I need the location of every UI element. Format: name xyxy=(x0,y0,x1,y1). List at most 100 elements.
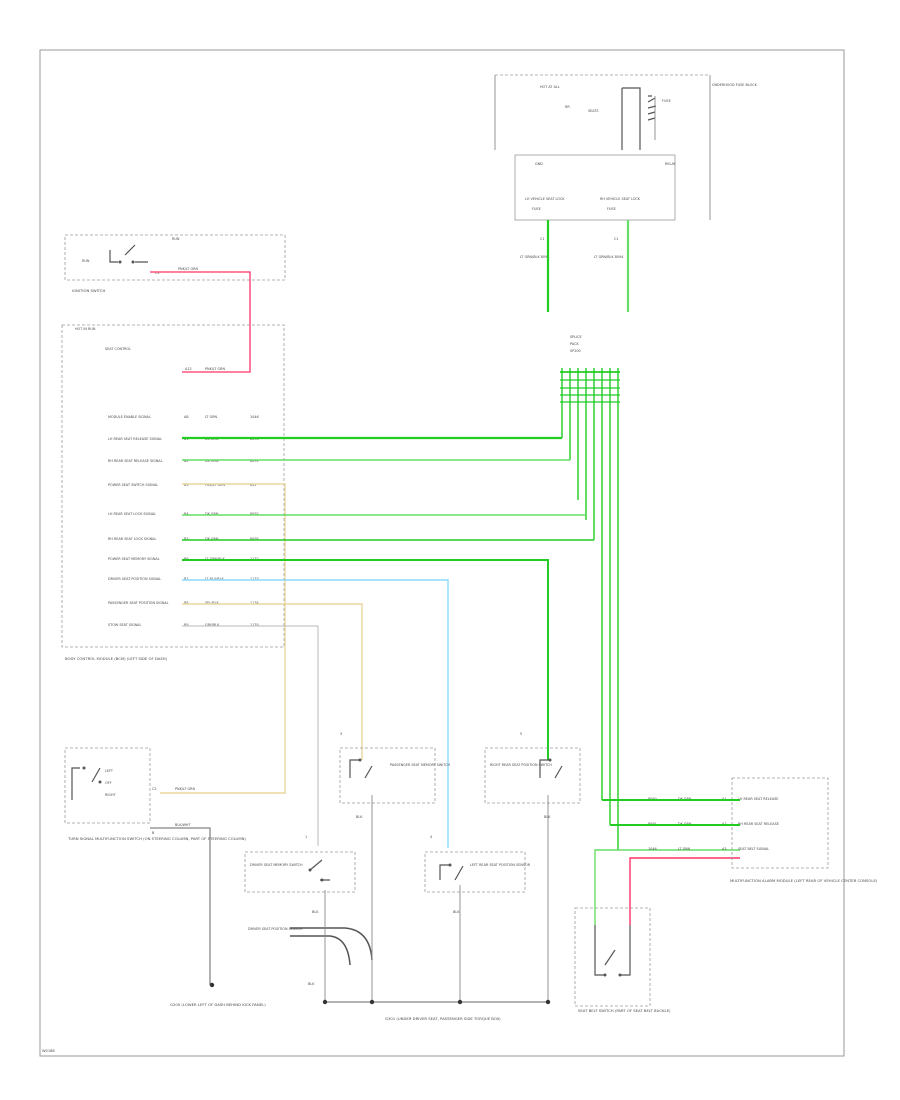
fuse-note: SEATS xyxy=(588,109,599,113)
module-row-num: 1134 xyxy=(250,601,259,605)
module-title: HOT IN RUN xyxy=(75,327,96,331)
turn-pin2: B xyxy=(152,831,155,835)
right-module: MULTIFUNCTION ALARM MODULE (LEFT REAR OF… xyxy=(730,777,878,883)
module-row-pin: B7 xyxy=(184,577,188,581)
switch-driver-memory-name: DRIVER SEAT MEMORY SWITCH xyxy=(250,863,303,867)
switch-driver-position: DRIVER SEAT POSITION SENSOR BLK xyxy=(248,927,373,986)
module-row-wire: YEL/BLK xyxy=(205,601,219,605)
module-row-pin: B9 xyxy=(184,623,188,627)
module-row-wire: PNK/LT GRN xyxy=(205,483,225,487)
wire-turn-ground xyxy=(150,827,211,985)
switch-driver-position-wire: BLK xyxy=(308,982,315,986)
module-row-label: RH REAR SEAT RELEASE SIGNAL xyxy=(108,459,163,463)
rear-module-right-name: RH VEHICLE SEAT LOCK xyxy=(600,197,641,201)
switch-left-rear-position-wire: BLK xyxy=(453,910,460,914)
wire-seat-belt-red xyxy=(629,857,740,925)
ignition-inner: RUN xyxy=(82,259,90,263)
wire-module-blue xyxy=(182,579,449,848)
turn-pos2: OFF xyxy=(105,781,112,785)
rear-module-right-note: FUSE xyxy=(607,207,616,211)
switch-left-rear-position: LEFT REAR SEAT POSITION SENSOR 4 BLK xyxy=(424,835,531,914)
wire-ignition xyxy=(150,271,251,373)
right-row-pin: A3 xyxy=(722,847,726,851)
rear-module-right: RH VEHICLE SEAT LOCK FUSE C1 LT GRN/BLK … xyxy=(594,197,641,259)
module-row-wire: DK GRN xyxy=(205,537,219,541)
module-row-num: 1135 xyxy=(250,623,259,627)
rear-module-left: LH VEHICLE SEAT LOCK FUSE C1 LT GRN/BLK … xyxy=(520,197,565,259)
module-row-pin: B8 xyxy=(184,601,188,605)
right-row-label: SEAT BELT SIGNAL xyxy=(738,847,769,851)
wire-module-yellow-2 xyxy=(182,603,363,760)
module-row-pin: B4 xyxy=(184,512,188,516)
module-row-wire: DK GRN xyxy=(205,512,219,516)
switch-right-rear-position-pin: 5 xyxy=(520,732,522,736)
fuse-block-label: UNDERHOOD FUSE BLOCK xyxy=(712,83,758,87)
rear-module-left-note: FUSE xyxy=(532,207,541,211)
fuse-block-top-label: HOT AT ALL xyxy=(540,85,560,89)
switch-driver-memory: DRIVER SEAT MEMORY SWITCH 1 BLK xyxy=(244,835,356,914)
rear-module-left-name: LH VEHICLE SEAT LOCK xyxy=(525,197,565,201)
ground-points xyxy=(209,982,551,1005)
right-module-name: MULTIFUNCTION ALARM MODULE (LEFT REAR OF… xyxy=(730,878,878,883)
splice-line1: SPLICE xyxy=(570,335,582,339)
fuse-block: HOT AT ALL RR SEATS FUSE UNDERHOOD FUSE … xyxy=(494,74,758,221)
switch-driver-memory-wire: BLK xyxy=(312,910,319,914)
module-row-pin: A8 xyxy=(184,415,188,419)
rear-module-left-pin: C1 xyxy=(540,237,545,241)
wire-module-gray xyxy=(182,625,319,846)
turn-wire1: PNK/LT GRN xyxy=(175,787,195,791)
ground-label-g200: G200 (LOWER LEFT OF DASH BEHIND KICK PAN… xyxy=(170,1002,266,1007)
switch-passenger-memory-wire: BLK xyxy=(356,815,363,819)
switch-right-rear-position-name: RIGHT REAR SEAT POSITION SWITCH xyxy=(490,763,552,767)
module-row-num: 8095 xyxy=(250,537,259,541)
turn-pos1: LEFT xyxy=(105,769,114,773)
turn-wire2: BLK/WHT xyxy=(175,823,191,827)
module-pin-top: A12 xyxy=(185,367,192,371)
turn-pos3: RIGHT xyxy=(105,793,117,797)
switch-left-rear-position-pin: 4 xyxy=(430,835,432,839)
module-row-pin: B5 xyxy=(184,537,188,541)
ignition-pin: C1 xyxy=(155,271,160,275)
switch-passenger-memory-pin: 3 xyxy=(340,732,342,736)
ignition-switch: RUN RUN C1 IGNITION SWITCH xyxy=(64,234,286,293)
module-row-label: STOW SEAT SIGNAL xyxy=(108,623,141,627)
switch-left-rear-position-name: LEFT REAR SEAT POSITION SENSOR xyxy=(470,863,531,867)
wire-module-green-5 xyxy=(182,559,549,760)
relay-label: RELAY xyxy=(665,162,677,166)
wire-seat-belt-green xyxy=(594,849,740,925)
module-row-wire: GRY/BLK xyxy=(205,623,220,627)
module-row-num: 1046 xyxy=(250,415,259,419)
module-row-label: POWER SEAT SWITCH SIGNAL xyxy=(108,483,158,487)
module-row-label: LH REAR SEAT RELEASE SIGNAL xyxy=(108,437,162,441)
module-row-num: 841 xyxy=(250,483,256,487)
turn-switch-name: TURN SIGNAL MULTIFUNCTION SWITCH (ON STE… xyxy=(67,836,246,841)
turn-pin1: C2 xyxy=(152,787,157,791)
turn-signal-switch: LEFT OFF RIGHT C2 PNK/LT GRN B BLK/WHT T… xyxy=(64,747,246,841)
switch-driver-position-name: DRIVER SEAT POSITION SENSOR xyxy=(248,927,303,931)
module-row-label: LH REAR SEAT LOCK SIGNAL xyxy=(108,512,156,516)
module-row-pin: B2 xyxy=(184,459,188,463)
right-row-label: RH REAR SEAT RELEASE xyxy=(738,822,779,826)
module-row-label: MODULE ENABLE SIGNAL xyxy=(108,415,151,419)
module-wire-top: PNK/LT GRN xyxy=(205,367,225,371)
fuse-id: RR xyxy=(565,105,570,109)
diagram-tag: W0188 xyxy=(42,1049,55,1053)
module-row-num: 1133 xyxy=(250,577,259,581)
switch-driver-memory-pin: 1 xyxy=(305,835,307,839)
rear-module-right-pin: C1 xyxy=(614,237,619,241)
module-row-label: DRIVER SEAT POSITION SIGNAL xyxy=(108,577,161,581)
ignition-top: RUN xyxy=(172,237,180,241)
fuse-name: FUSE xyxy=(662,99,671,103)
splice-line2: PACK xyxy=(570,342,579,346)
right-row-label: LH REAR SEAT RELEASE xyxy=(738,797,778,801)
seat-belt-switch xyxy=(574,907,651,1007)
switch-right-rear-position: RIGHT REAR SEAT POSITION SWITCH 5 BLK xyxy=(484,732,581,819)
right-row-num: 1046 xyxy=(648,847,657,851)
module-row-wire: LT BLU/BLK xyxy=(205,577,224,581)
module-row-num: 8092 xyxy=(250,512,259,516)
switch-passenger-memory: PASSENGER SEAT MEMORY SWITCH 3 BLK xyxy=(339,732,451,819)
relay-pin-label: GND xyxy=(535,162,543,166)
module-row-num: 8091 xyxy=(250,459,259,463)
